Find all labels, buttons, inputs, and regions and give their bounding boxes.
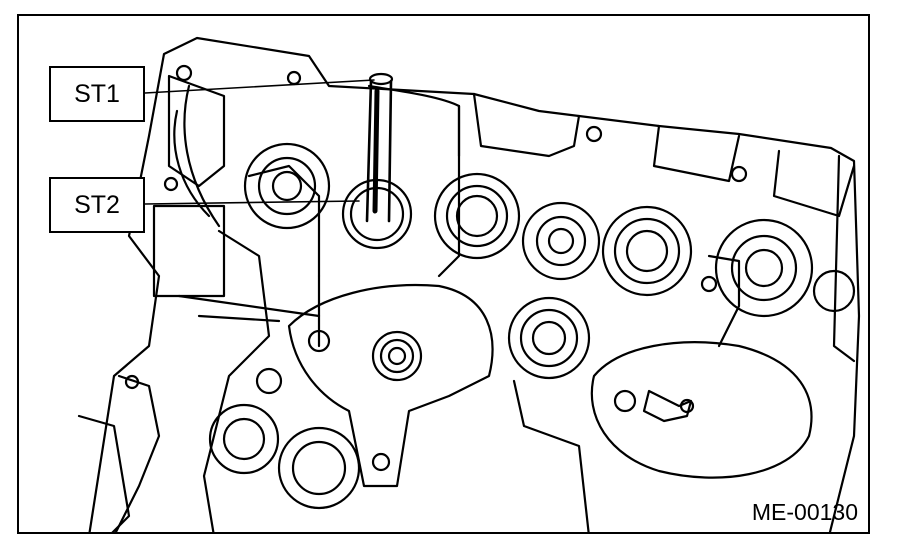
st1-leader xyxy=(144,79,375,94)
st2-leader xyxy=(144,200,360,205)
figure-code: ME-00130 xyxy=(751,499,858,525)
casting-outline xyxy=(88,36,861,532)
callout-st1: ST1 xyxy=(49,66,145,122)
st1-rod xyxy=(365,79,393,223)
diagram-frame: ST1 ST2 ME-00130 xyxy=(17,14,870,534)
cylinder-head-illustration xyxy=(77,36,861,532)
callout-st2: ST2 xyxy=(49,177,145,233)
valve-seats xyxy=(208,142,856,510)
